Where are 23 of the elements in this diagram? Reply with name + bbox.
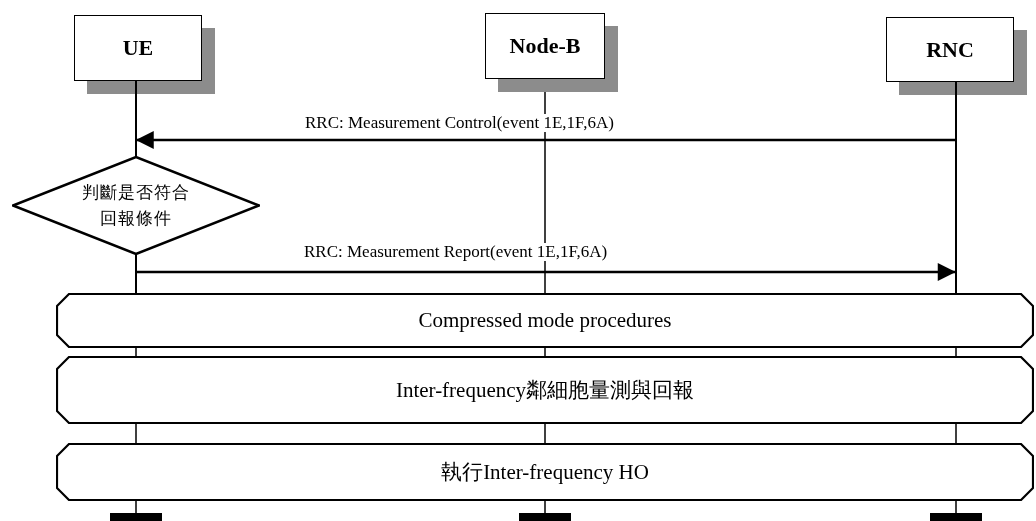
decision-diamond: 判斷是否符合回報條件 — [12, 156, 260, 255]
lifeline — [955, 423, 957, 444]
lifeline — [135, 423, 137, 444]
message-label: RRC: Measurement Control(event 1E,1F,6A) — [303, 114, 616, 132]
process-band: Inter-frequency鄰細胞量測與回報 — [56, 356, 1034, 424]
lifeline — [135, 347, 137, 357]
lifeline — [135, 500, 137, 514]
process-band: 執行Inter-frequency HO — [56, 443, 1034, 501]
process-band: Compressed mode procedures — [56, 293, 1034, 348]
lifeline — [135, 255, 137, 293]
lifeline — [955, 347, 957, 357]
lifeline-end-bar — [519, 513, 571, 521]
message-arrow — [135, 263, 956, 281]
lifeline — [544, 347, 546, 357]
lifeline-end-bar — [110, 513, 162, 521]
lifeline — [135, 81, 137, 156]
lifeline — [544, 500, 546, 514]
lifeline — [544, 423, 546, 444]
message-arrow — [135, 131, 956, 149]
lifeline — [955, 500, 957, 514]
lifeline-end-bar — [930, 513, 982, 521]
lifeline — [955, 82, 957, 293]
message-label: RRC: Measurement Report(event 1E,1F,6A) — [302, 243, 610, 261]
